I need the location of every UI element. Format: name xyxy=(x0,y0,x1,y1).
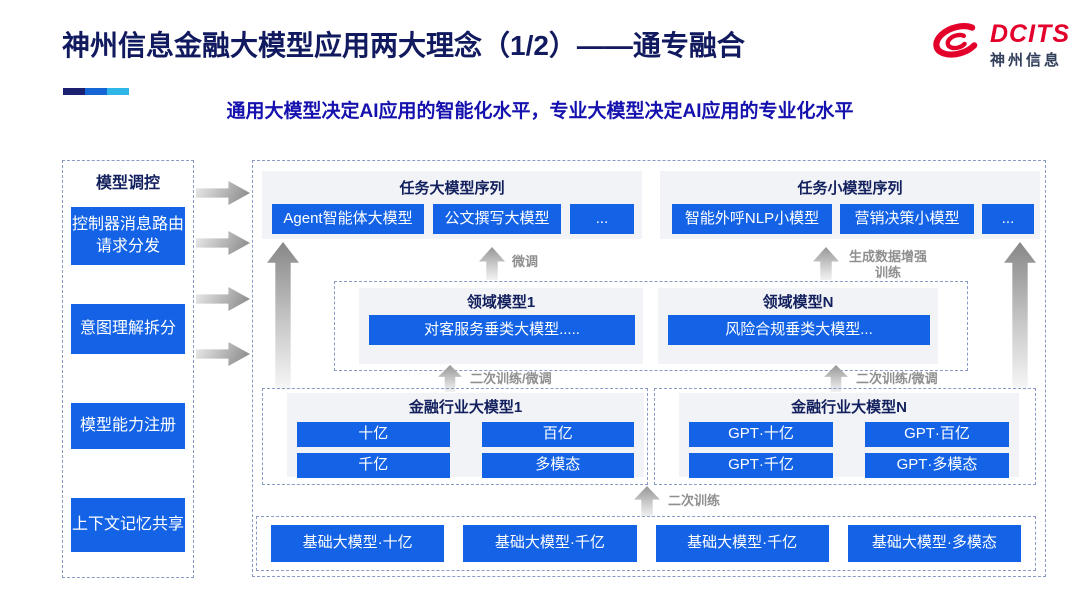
model-box-agent: Agent智能体大模型 xyxy=(272,204,424,234)
logo-brand-text: DCITS xyxy=(990,20,1070,48)
domain-models-container: 领域模型1 对客服务垂类大模型..... 领域模型N 风险合规垂类大模型... xyxy=(334,281,968,371)
industry-model-1-title: 金融行业大模型1 xyxy=(408,399,523,416)
task-small-model-group: 任务小模型序列 智能外呼NLP小模型 营销决策小模型 ... xyxy=(660,171,1040,239)
model-box-customer-service: 对客服务垂类大模型..... xyxy=(369,315,635,345)
flow-arrow-right xyxy=(196,342,250,366)
flow-arrow-right xyxy=(196,231,250,255)
model-box-risk-compliance: 风险合规垂类大模型... xyxy=(668,315,930,345)
model-architecture-container xyxy=(252,160,1046,577)
secondary-train-label: 二次训练 xyxy=(668,493,721,508)
industry-model-1-group: 金融行业大模型1 十亿 百亿 千亿 多模态 xyxy=(287,393,644,478)
accent-bar-segment xyxy=(85,88,107,95)
model-box-base-1b: 基础大模型·十亿 xyxy=(271,525,445,562)
accent-bar-segment xyxy=(63,88,85,95)
company-logo: DCITS 神州信息 xyxy=(928,22,1070,69)
model-box-gpt-multimodal: GPT·多模态 xyxy=(865,453,1009,478)
title-accent-bar xyxy=(63,88,129,95)
model-box-outbound-nlp: 智能外呼NLP小模型 xyxy=(672,204,832,234)
model-box-10b: 百亿 xyxy=(481,422,634,447)
task-small-model-title: 任务小模型序列 xyxy=(797,180,903,197)
model-control-panel: 模型调控 控制器消息路由请求分发 意图理解拆分 模型能力注册 上下文记忆共享 xyxy=(62,160,194,578)
secondary-ft-label-right: 二次训练/微调 xyxy=(856,371,938,386)
base-models-container: 基础大模型·十亿 基础大模型·千亿 基础大模型·千亿 基础大模型·多模态 xyxy=(256,516,1036,571)
slide-subtitle: 通用大模型决定AI应用的智能化水平，专业大模型决定AI应用的专业化水平 xyxy=(226,101,854,122)
model-box-multimodal: 多模态 xyxy=(481,453,634,478)
page-title: 神州信息金融大模型应用两大理念（1/2）——通专融合 xyxy=(62,30,745,61)
flow-arrow-right xyxy=(196,287,250,311)
dcits-swirl-icon xyxy=(928,22,984,69)
model-box-base-100b: 基础大模型·千亿 xyxy=(463,525,637,562)
model-box-gpt-1b: GPT·十亿 xyxy=(689,422,833,447)
domain-model-1-title: 领域模型1 xyxy=(466,294,536,311)
model-box-base-100b-2: 基础大模型·千亿 xyxy=(655,525,829,562)
model-control-title: 模型调控 xyxy=(95,175,160,192)
model-box-100b: 千亿 xyxy=(297,453,450,478)
domain-model-n-title: 领域模型N xyxy=(762,294,834,311)
model-box-1b: 十亿 xyxy=(297,422,450,447)
domain-model-1-group: 领域模型1 对客服务垂类大模型..... xyxy=(359,288,643,364)
model-box-document-writing: 公文撰写大模型 xyxy=(433,204,561,234)
model-box-more: ... xyxy=(570,204,634,234)
industry-model-1-container: 金融行业大模型1 十亿 百亿 千亿 多模态 xyxy=(262,388,648,485)
task-large-model-title: 任务大模型序列 xyxy=(399,180,505,197)
sidebar-item-context: 上下文记忆共享 xyxy=(71,498,185,552)
industry-model-n-group: 金融行业大模型N GPT·十亿 GPT·百亿 GPT·千亿 GPT·多模态 xyxy=(679,393,1019,478)
sidebar-item-register: 模型能力注册 xyxy=(71,403,185,449)
sidebar-item-intent: 意图理解拆分 xyxy=(71,304,185,354)
fine-tune-label: 微调 xyxy=(512,254,539,269)
model-box-base-multimodal: 基础大模型·多模态 xyxy=(847,525,1021,562)
model-box-gpt-100b: GPT·千亿 xyxy=(689,453,833,478)
sidebar-item-router: 控制器消息路由请求分发 xyxy=(71,207,185,265)
logo-brand-cn: 神州信息 xyxy=(990,52,1063,69)
model-box-gpt-10b: GPT·百亿 xyxy=(865,422,1009,447)
industry-model-n-title: 金融行业大模型N xyxy=(791,399,907,416)
task-large-model-group: 任务大模型序列 Agent智能体大模型 公文撰写大模型 ... xyxy=(262,171,642,239)
secondary-ft-label-left: 二次训练/微调 xyxy=(470,371,552,386)
industry-model-n-container: 金融行业大模型N GPT·十亿 GPT·百亿 GPT·千亿 GPT·多模态 xyxy=(654,388,1036,485)
domain-model-n-group: 领域模型N 风险合规垂类大模型... xyxy=(658,288,938,364)
accent-bar-segment xyxy=(107,88,129,95)
gen-data-label: 生成数据增强训练 xyxy=(848,249,927,280)
model-box-marketing-decision: 营销决策小模型 xyxy=(840,204,974,234)
model-box-more: ... xyxy=(982,204,1034,234)
flow-arrow-right xyxy=(196,181,250,205)
